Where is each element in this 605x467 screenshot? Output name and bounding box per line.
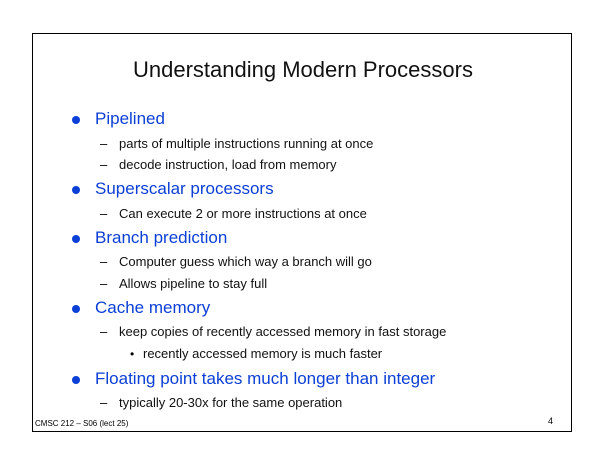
sub-item-label: parts of multiple instructions running a… — [119, 136, 374, 151]
page-number: 4 — [548, 416, 554, 426]
dash-icon: – — [100, 324, 108, 339]
bullet-label: Branch prediction — [95, 228, 228, 247]
dash-icon: – — [100, 157, 108, 172]
subsub-item-label: recently accessed memory is much faster — [143, 346, 383, 361]
bullet-dot-icon — [72, 305, 80, 313]
dash-icon: – — [100, 206, 108, 221]
sub-item-label: Can execute 2 or more instructions at on… — [119, 206, 367, 221]
bullet-dot-icon — [72, 376, 80, 384]
bullet-dot-icon — [72, 116, 80, 124]
slide-frame — [32, 33, 572, 432]
slide-footer: CMSC 212 – S06 (lect 25) — [35, 419, 129, 428]
bullet-dot-icon — [72, 186, 80, 194]
dash-icon: – — [100, 276, 108, 291]
slide-title: Understanding Modern Processors — [133, 57, 473, 82]
bullet-label: Cache memory — [95, 298, 211, 317]
sub-item-label: Allows pipeline to stay full — [119, 276, 268, 291]
bullet-label: Pipelined — [95, 109, 165, 128]
bullet-label: Superscalar processors — [95, 179, 274, 198]
dash-icon: – — [100, 254, 108, 269]
dash-icon: – — [100, 395, 108, 410]
sub-item-label: typically 20-30x for the same operation — [119, 395, 343, 410]
sub-item-label: decode instruction, load from memory — [119, 157, 337, 172]
small-bullet-icon: • — [130, 347, 135, 361]
sub-item-label: keep copies of recently accessed memory … — [119, 324, 447, 339]
bullet-dot-icon — [72, 235, 80, 243]
dash-icon: – — [100, 136, 108, 151]
sub-item-label: Computer guess which way a branch will g… — [119, 254, 372, 269]
bullet-label: Floating point takes much longer than in… — [95, 369, 436, 388]
